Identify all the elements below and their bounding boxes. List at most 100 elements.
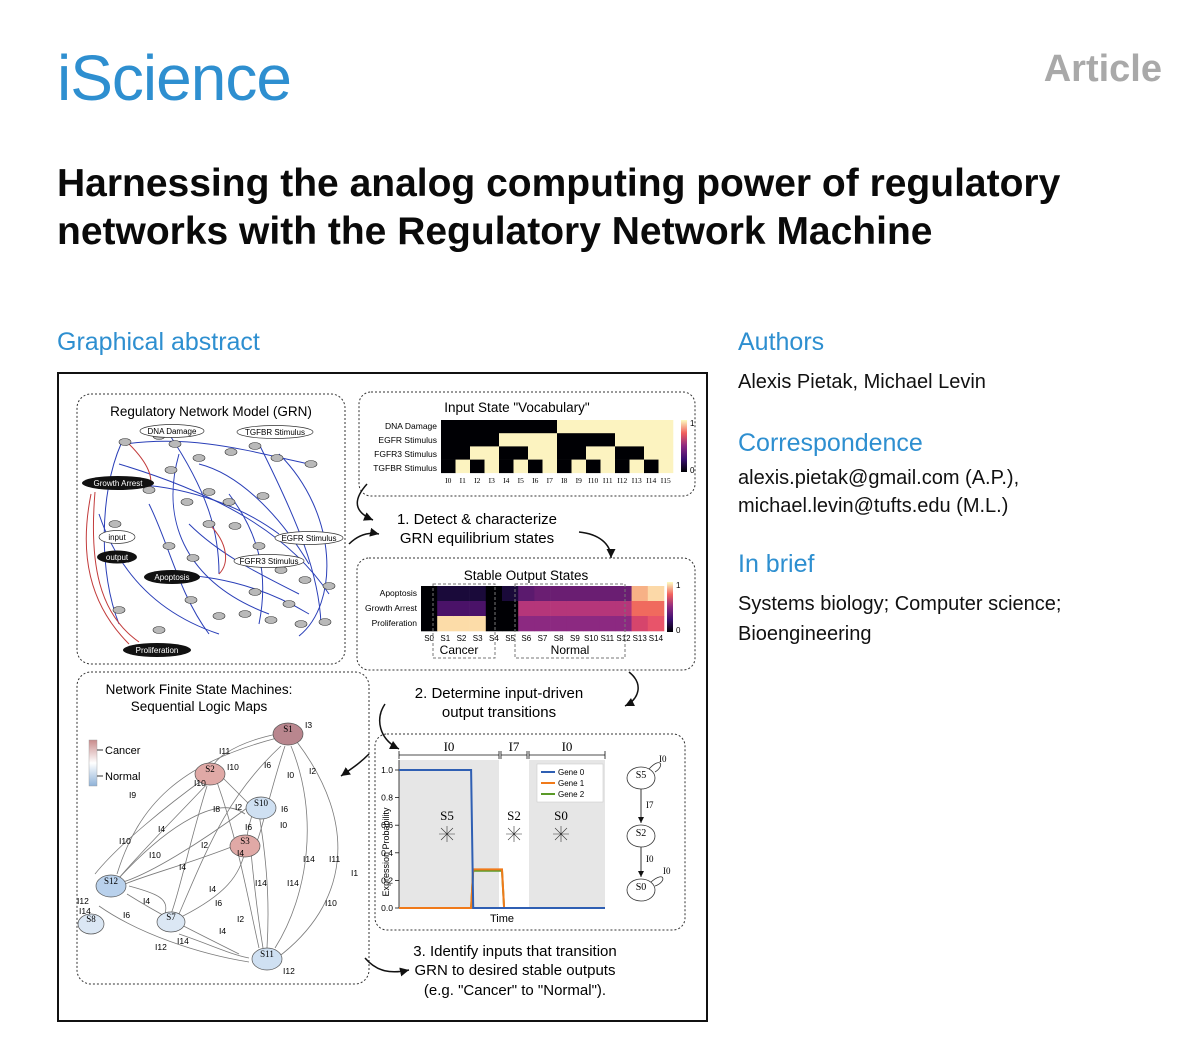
stable-cell <box>583 616 600 632</box>
step-1-line-2: GRN equilibrium states <box>400 530 554 547</box>
stable-col-label: S13 <box>633 634 648 643</box>
timeseries-yticks: 1.00.80.60.40.20.0 <box>381 765 399 913</box>
fsm-edge-label: I2 <box>237 914 244 924</box>
vocab-cell <box>542 420 558 434</box>
vocab-cell <box>658 459 674 474</box>
fsm-edge-label: I12 <box>283 966 295 976</box>
vocab-cell <box>499 459 514 474</box>
fsm-edge-label: I10 <box>227 762 239 772</box>
stable-cell <box>453 601 470 617</box>
stable-col-label: S4 <box>489 634 499 643</box>
stable-cell <box>566 586 584 602</box>
stable-cell <box>453 616 470 632</box>
stable-cell <box>647 586 665 602</box>
fsm-edge-label: I2 <box>201 840 208 850</box>
step-2-line-1: 2. Determine input-driven <box>415 685 583 702</box>
vocab-cell <box>644 420 659 434</box>
journal-logo: iScience <box>57 42 292 114</box>
cancer-group-box <box>432 583 496 659</box>
stable-cell <box>534 586 551 602</box>
legend-gene-0: Gene 0 <box>558 768 585 777</box>
fsm-edge-label: I6 <box>123 910 130 920</box>
stable-cell <box>550 601 568 617</box>
vocab-cell <box>499 446 514 460</box>
fsm-state-s1: S1 <box>283 724 293 734</box>
vocab-cell <box>615 459 630 474</box>
vocab-cell <box>470 459 485 474</box>
fsm-edge-label: I4 <box>158 824 165 834</box>
stable-title: Stable Output States <box>464 568 589 583</box>
grn-node-dna-damage: DNA Damage <box>148 427 197 436</box>
vocab-cell <box>470 433 485 447</box>
vocab-col-label: I7 <box>547 476 553 485</box>
vocab-panel: Input State "Vocabulary" DNA Damage EGFR… <box>358 391 696 497</box>
ts-state-1: S2 <box>507 808 521 823</box>
mini-fsm-input-2: I0 <box>646 854 654 864</box>
fsm-panel: Network Finite State Machines: Sequentia… <box>76 671 370 985</box>
stable-cell <box>566 616 584 632</box>
vocab-col-label: I13 <box>632 476 642 485</box>
stable-cell <box>599 601 616 617</box>
stable-col-label: S10 <box>584 634 599 643</box>
stable-col-label: S5 <box>505 634 515 643</box>
vocab-col-label: I14 <box>646 476 656 485</box>
stable-cell <box>485 616 503 632</box>
correspondence-email-2[interactable]: michael.levin@tufts.edu (M.L.) <box>738 495 1009 517</box>
stable-cell <box>421 601 438 617</box>
stable-panel: Stable Output States Apoptosis Growth Ar… <box>356 557 696 671</box>
vocab-row-2: FGFR3 Stimulus <box>374 449 437 459</box>
fsm-edge-label: I6 <box>264 760 271 770</box>
fsm-edge-label: I0 <box>287 770 294 780</box>
vocab-cell <box>557 433 572 447</box>
stable-cell <box>437 601 454 617</box>
stable-cell <box>550 586 568 602</box>
fsm-edge-label: I14 <box>79 906 91 916</box>
fsm-edge-label: I0 <box>280 820 287 830</box>
arrow-vocab-to-step1 <box>356 483 374 521</box>
vocab-title: Input State "Vocabulary" <box>444 400 590 415</box>
stable-col-label: S1 <box>440 634 450 643</box>
timeseries-panel: I0 I7 I0 1.00.80.60.40.20.0 Expression P… <box>374 733 686 931</box>
grn-node-growth-arrest: Growth Arrest <box>94 479 144 488</box>
grn-edges-activate <box>85 443 227 645</box>
vocab-cell <box>658 446 674 460</box>
stable-cell <box>599 616 616 632</box>
vocab-cell <box>615 420 630 434</box>
fsm-edge-label: I10 <box>325 898 337 908</box>
vocab-cell <box>513 446 529 460</box>
vocab-cell <box>455 433 471 447</box>
stable-cell <box>599 586 616 602</box>
fsm-edge-label: I9 <box>129 790 136 800</box>
phase-label-1: I7 <box>509 739 520 754</box>
stable-cell <box>647 616 665 632</box>
stable-cell <box>437 586 454 602</box>
fsm-edge-label: I14 <box>255 878 267 888</box>
vocab-cell <box>441 446 456 460</box>
stable-heatmap <box>421 586 665 632</box>
vocab-row-3: TGFBR Stimulus <box>373 463 437 473</box>
stable-cell <box>485 586 503 602</box>
fsm-edge-label: I1 <box>351 868 358 878</box>
correspondence-email-1[interactable]: alexis.pietak@gmail.com (A.P.), <box>738 467 1020 489</box>
vocab-col-label: I9 <box>576 476 582 485</box>
vocab-cell <box>484 446 500 460</box>
vocab-cell <box>441 420 456 434</box>
stable-col-label: S3 <box>473 634 483 643</box>
stable-cell <box>550 616 568 632</box>
fsm-edge-label: I10 <box>119 836 131 846</box>
fsm-edge-label: I14 <box>303 854 315 864</box>
fsm-edge-label: I8 <box>213 804 220 814</box>
vocab-cell <box>600 420 616 434</box>
fsm-state-s8: S8 <box>86 914 96 924</box>
fsm-edge-label: I10 <box>149 850 161 860</box>
vocab-col-label: I6 <box>532 476 538 485</box>
stable-col-label: S0 <box>424 634 434 643</box>
stable-col-label: S6 <box>521 634 531 643</box>
in-brief-heading: In brief <box>738 550 815 578</box>
fsm-edge-label: I3 <box>305 720 312 730</box>
vocab-row-0: DNA Damage <box>385 421 437 431</box>
vocab-cell <box>629 446 645 460</box>
arrow-grn-to-step1 <box>348 527 380 545</box>
vocab-col-label: I10 <box>588 476 598 485</box>
